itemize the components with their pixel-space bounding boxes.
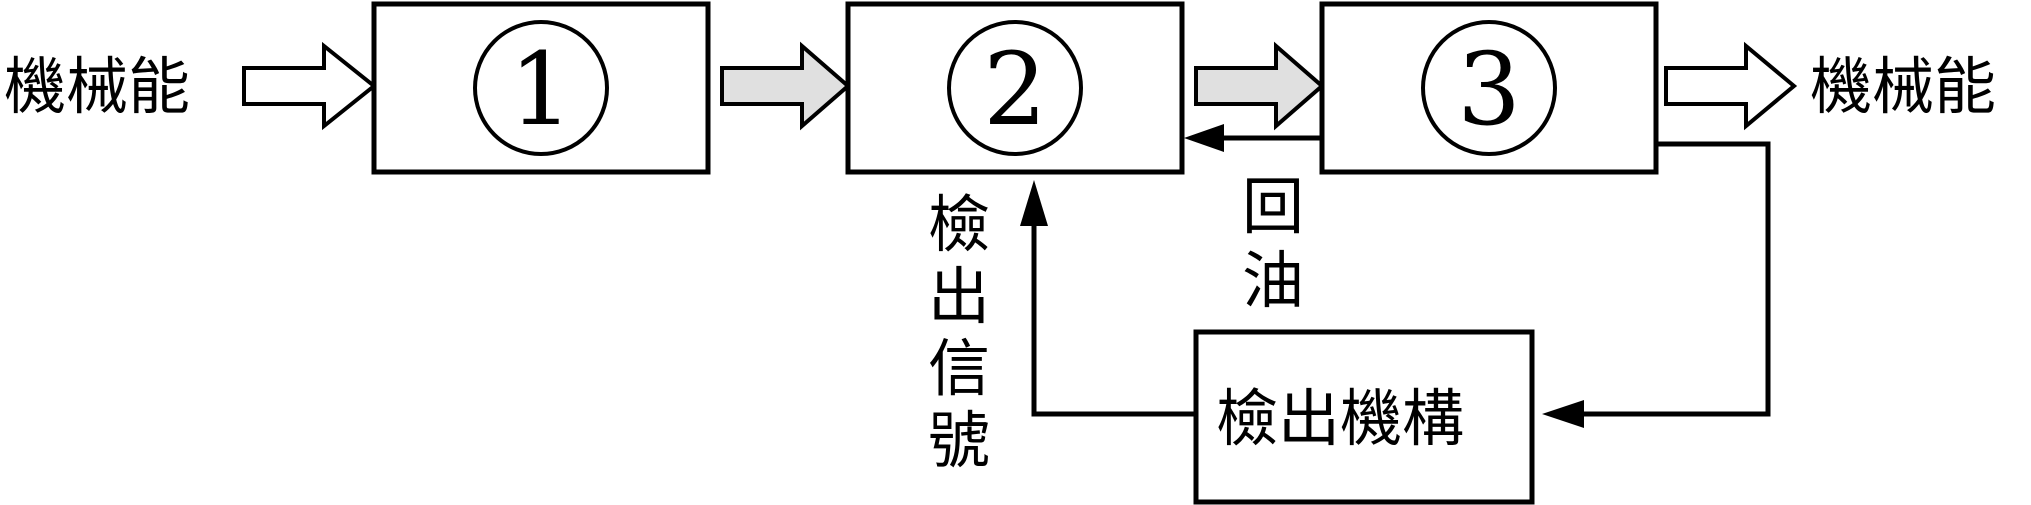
block-3: 3 [1319, 1, 1659, 175]
return-oil-arrow [1184, 124, 1322, 152]
detect-signal-line [1020, 180, 1196, 417]
block-2: 2 [845, 1, 1185, 175]
circled-number-1 [473, 20, 609, 156]
block-1-number: 1 [509, 31, 573, 148]
input-label: 機械能 [4, 50, 190, 123]
arrow-1-to-2 [720, 41, 852, 131]
output-arrow [1664, 41, 1798, 131]
output-label: 機械能 [1810, 50, 1996, 123]
detector-box: 檢出機構 [1193, 329, 1535, 505]
detect-signal-label-4: 號 [928, 404, 990, 477]
detect-signal-label-1: 檢 [928, 188, 990, 261]
block-3-number: 3 [1457, 31, 1521, 148]
detector-label: 檢出機構 [1216, 382, 1464, 455]
detect-signal-label-2: 出 [928, 260, 990, 333]
block-2-number: 2 [983, 31, 1047, 148]
input-arrow [242, 41, 378, 131]
block-1: 1 [371, 1, 711, 175]
return-oil-label-2: 油 [1242, 244, 1304, 317]
circled-number-2 [947, 20, 1083, 156]
arrow-2-to-3 [1194, 41, 1326, 131]
return-oil-label-1: 回 [1242, 170, 1304, 243]
detector-input-line [1542, 141, 1771, 428]
circled-number-3 [1421, 20, 1557, 156]
detect-signal-label-3: 信 [928, 332, 990, 405]
